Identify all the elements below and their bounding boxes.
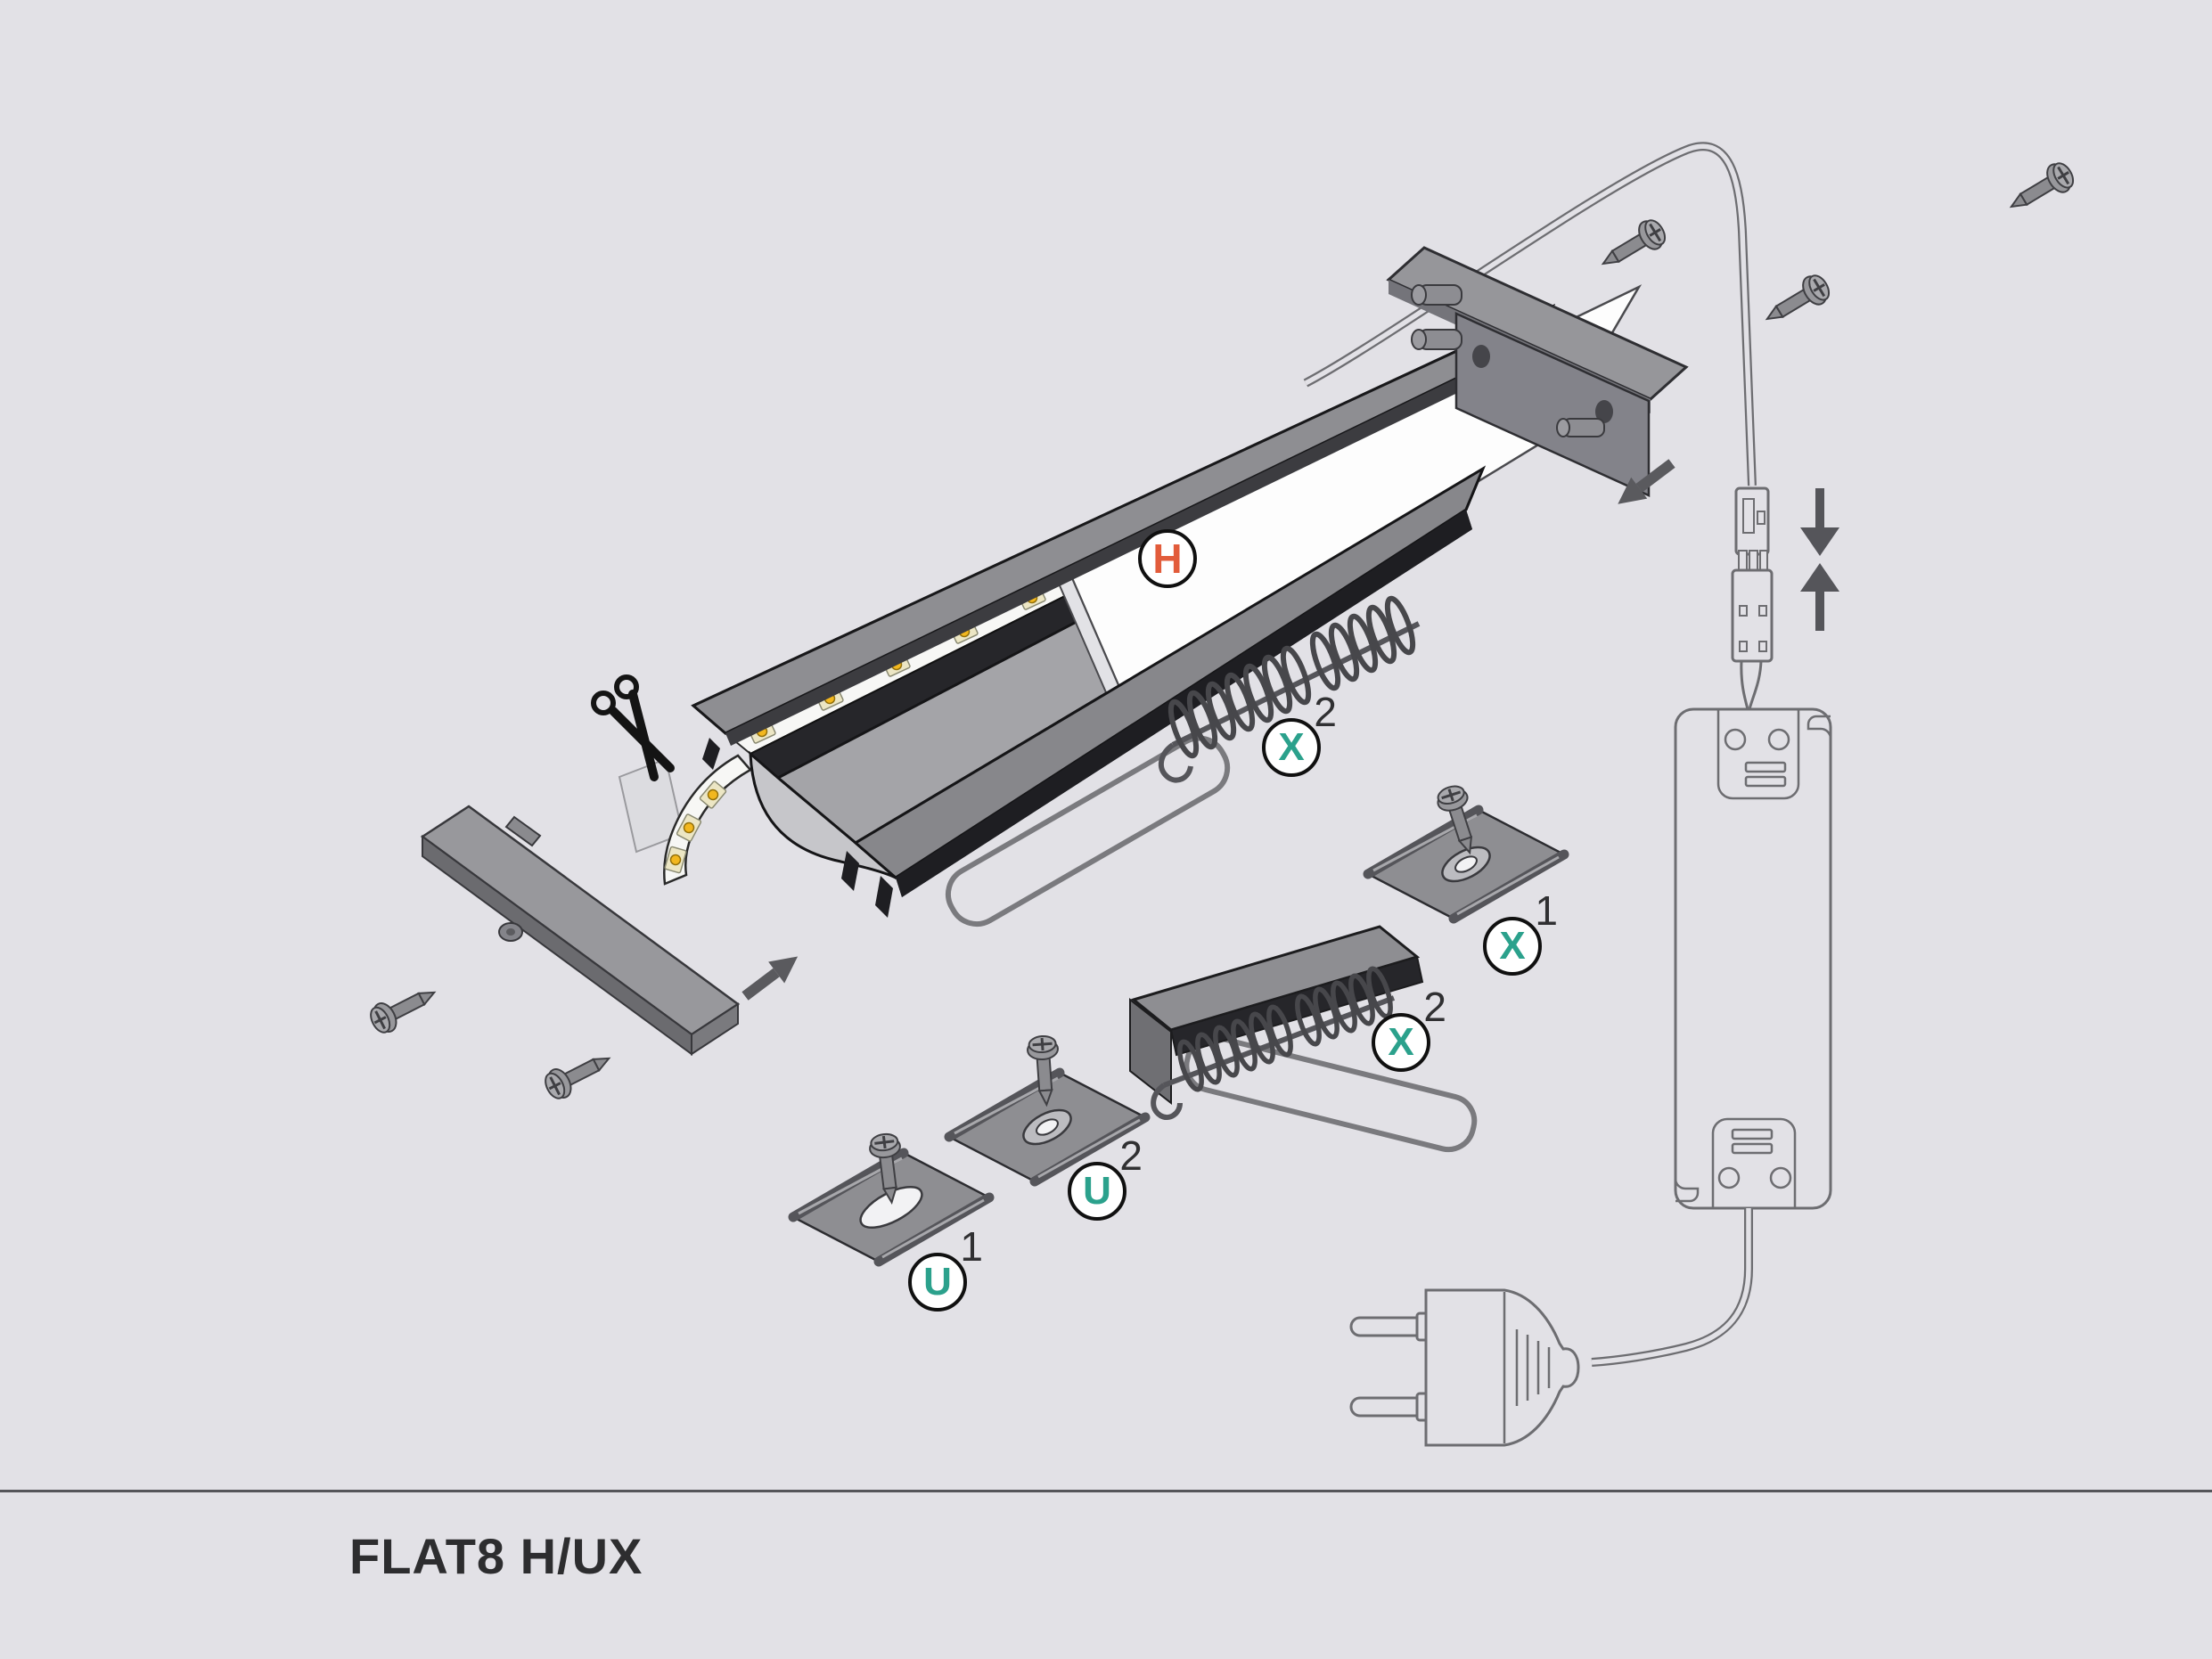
supply-cable (1303, 142, 1757, 486)
marker-clip-u2: U 2 (1068, 1132, 1143, 1221)
right-end-cap (1386, 246, 1689, 497)
marker-letter: H (1152, 535, 1183, 582)
marker-letter: X (1278, 725, 1305, 769)
led-strip-tail (618, 754, 752, 886)
marker-letter: U (1083, 1169, 1111, 1213)
clip-x1 (1368, 810, 1564, 919)
footer-divider (0, 1490, 2212, 1492)
product-title: FLAT8 H/UX (349, 1528, 643, 1584)
screw-icon (2002, 157, 2080, 222)
trapeze-bracket-lower (1184, 1034, 1478, 1153)
clip-u2 (949, 1073, 1145, 1181)
marker-holder-x2: X 2 (1372, 984, 1446, 1072)
led-driver (1674, 707, 1832, 1210)
marker-spring-x2: X 2 (1262, 689, 1337, 777)
marker-clip-x1: X 1 (1483, 887, 1558, 976)
marker-cover-h: H (1138, 529, 1197, 588)
arrow-icon (1618, 459, 1675, 504)
screw-icon (1757, 269, 1836, 334)
mounting-spring-on-profile (1158, 596, 1419, 783)
marker-superscript: 2 (1119, 1132, 1143, 1179)
trapeze-bracket-arm (945, 735, 1231, 928)
marker-superscript: 1 (1535, 887, 1558, 934)
spring-holder (1129, 925, 1424, 1121)
screw-icon (1593, 214, 1672, 279)
power-plug (1349, 1288, 1580, 1447)
profile-flanges-front (691, 303, 1555, 897)
screw-icon (539, 1043, 618, 1105)
end-cap-tab (504, 815, 542, 847)
mains-cable (1591, 1208, 1753, 1367)
screw-icon (365, 977, 443, 1039)
scissors-icon (591, 674, 675, 781)
marker-superscript: 2 (1314, 689, 1337, 735)
marker-letter: X (1499, 924, 1526, 968)
marker-letter: X (1388, 1020, 1414, 1064)
marker-letter: U (923, 1260, 952, 1304)
connect-arrows-icon (1800, 488, 1839, 631)
cable-connector-pair (1731, 486, 1774, 710)
marker-superscript: 2 (1423, 984, 1446, 1030)
clip-u1 (793, 1153, 989, 1262)
arrow-icon (741, 956, 799, 1001)
left-end-cap (420, 805, 741, 1056)
marker-superscript: 1 (960, 1223, 983, 1270)
marker-clip-u1: U 1 (908, 1223, 983, 1312)
